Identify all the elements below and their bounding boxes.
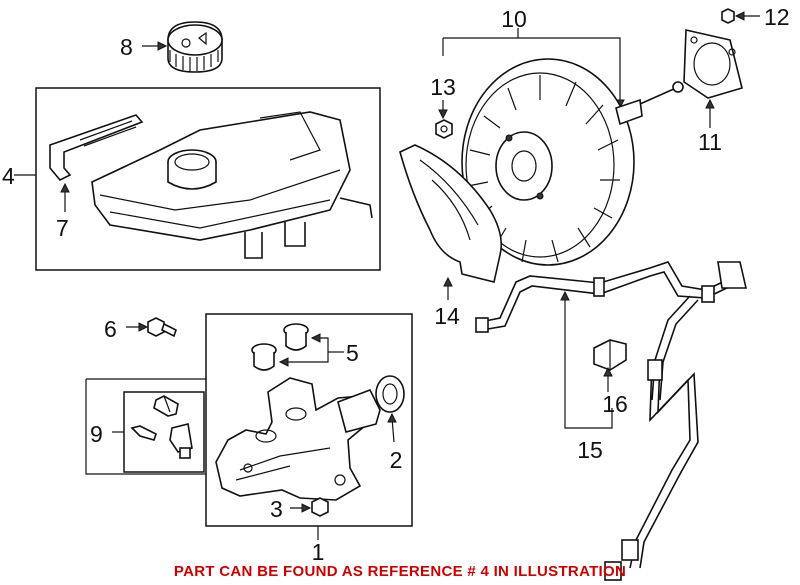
callout-15: 15 <box>577 437 603 463</box>
callout-8: 8 <box>120 34 133 60</box>
callout-3: 3 <box>270 496 283 522</box>
callout-16: 16 <box>602 391 628 417</box>
heat-shield <box>399 144 503 283</box>
callout-14: 14 <box>434 303 460 329</box>
callout-11: 11 <box>698 129 722 155</box>
reservoir-bracket <box>49 114 144 181</box>
cylinder-nut <box>311 497 329 517</box>
brake-booster <box>461 58 684 266</box>
callout-4: 4 <box>2 163 15 189</box>
reservoir-assembly-box <box>35 87 381 271</box>
callout-6: 6 <box>104 316 117 342</box>
reservoir-grommets <box>251 323 309 371</box>
pressure-sensor <box>130 395 193 459</box>
check-valve <box>593 339 627 371</box>
booster-gasket <box>683 29 743 99</box>
reference-note: PART CAN BE FOUND AS REFERENCE # 4 IN IL… <box>174 563 626 580</box>
callout-2: 2 <box>390 447 403 473</box>
callout-5: 5 <box>346 340 359 366</box>
brake-line <box>604 359 699 581</box>
callout-1: 1 <box>312 539 325 565</box>
vacuum-hose <box>475 261 748 401</box>
reservoir-cap <box>167 21 223 73</box>
callout-7: 7 <box>56 215 69 241</box>
master-cylinder <box>215 377 381 501</box>
callout-13: 13 <box>430 74 456 100</box>
o-ring-seal <box>375 375 405 413</box>
callout-12: 12 <box>764 4 790 30</box>
callout-9: 9 <box>90 421 103 447</box>
fluid-reservoir <box>91 111 373 259</box>
mounting-bolt <box>147 317 177 338</box>
booster-nut <box>435 119 453 139</box>
callout-10: 10 <box>501 6 527 32</box>
master-cylinder-box <box>205 313 413 527</box>
gasket-nut <box>721 8 735 24</box>
